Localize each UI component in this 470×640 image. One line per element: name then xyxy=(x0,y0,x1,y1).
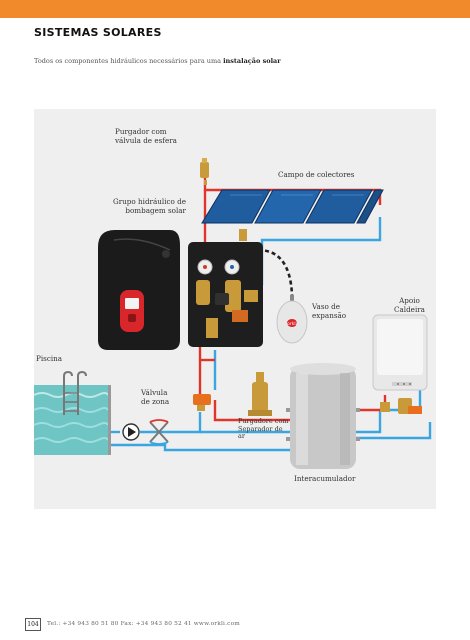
footer-contact: Tel.: +34 943 80 51 80 Fax: +34 943 80 5… xyxy=(47,621,240,627)
swimming-pool xyxy=(33,370,111,455)
boiler-valves xyxy=(380,398,422,414)
label-purgador: Purgador com válvula de esfera xyxy=(115,127,177,145)
subtitle-text: Todos os componentes hidráulicos necessá… xyxy=(34,57,224,65)
expansion-hose xyxy=(257,248,294,296)
expansion-vessel xyxy=(276,295,308,344)
storage-tank xyxy=(286,363,360,469)
pumping-station xyxy=(188,229,263,347)
solar-collector-field xyxy=(201,189,384,224)
page-title: SISTEMAS SOLARES xyxy=(34,26,162,39)
heat-exchanger-icon xyxy=(149,419,169,445)
page-number: 104 xyxy=(25,618,41,631)
backup-boiler xyxy=(372,314,428,391)
page-subtitle: Todos os componentes hidráulicos necessá… xyxy=(34,57,281,65)
label-apoio-caldeira: Apoio Caldeira xyxy=(394,296,425,314)
label-purgadore-separador: Purgadore com Separador de ar xyxy=(238,417,289,440)
top-accent-bar xyxy=(0,0,470,18)
label-grupo-hidraulico: Grupo hidráulico de bombagem solar xyxy=(113,197,186,215)
label-piscina: Piscina xyxy=(36,354,63,363)
label-interacumulador: Interacumulador xyxy=(294,474,356,483)
air-vent-valve xyxy=(200,158,209,185)
pool-pump-icon xyxy=(122,423,140,441)
label-vaso-expansao: Vaso de expansão xyxy=(312,302,347,320)
zone-valve xyxy=(193,394,211,411)
label-valvula-zona: Válvula de zona xyxy=(141,388,170,406)
label-campo-colectores: Campo de colectores xyxy=(278,170,355,179)
solar-controller xyxy=(98,230,180,350)
vessel-brand-text: orkli xyxy=(287,321,297,327)
subtitle-bold: instalação solar xyxy=(223,57,281,65)
air-separator xyxy=(248,372,272,416)
